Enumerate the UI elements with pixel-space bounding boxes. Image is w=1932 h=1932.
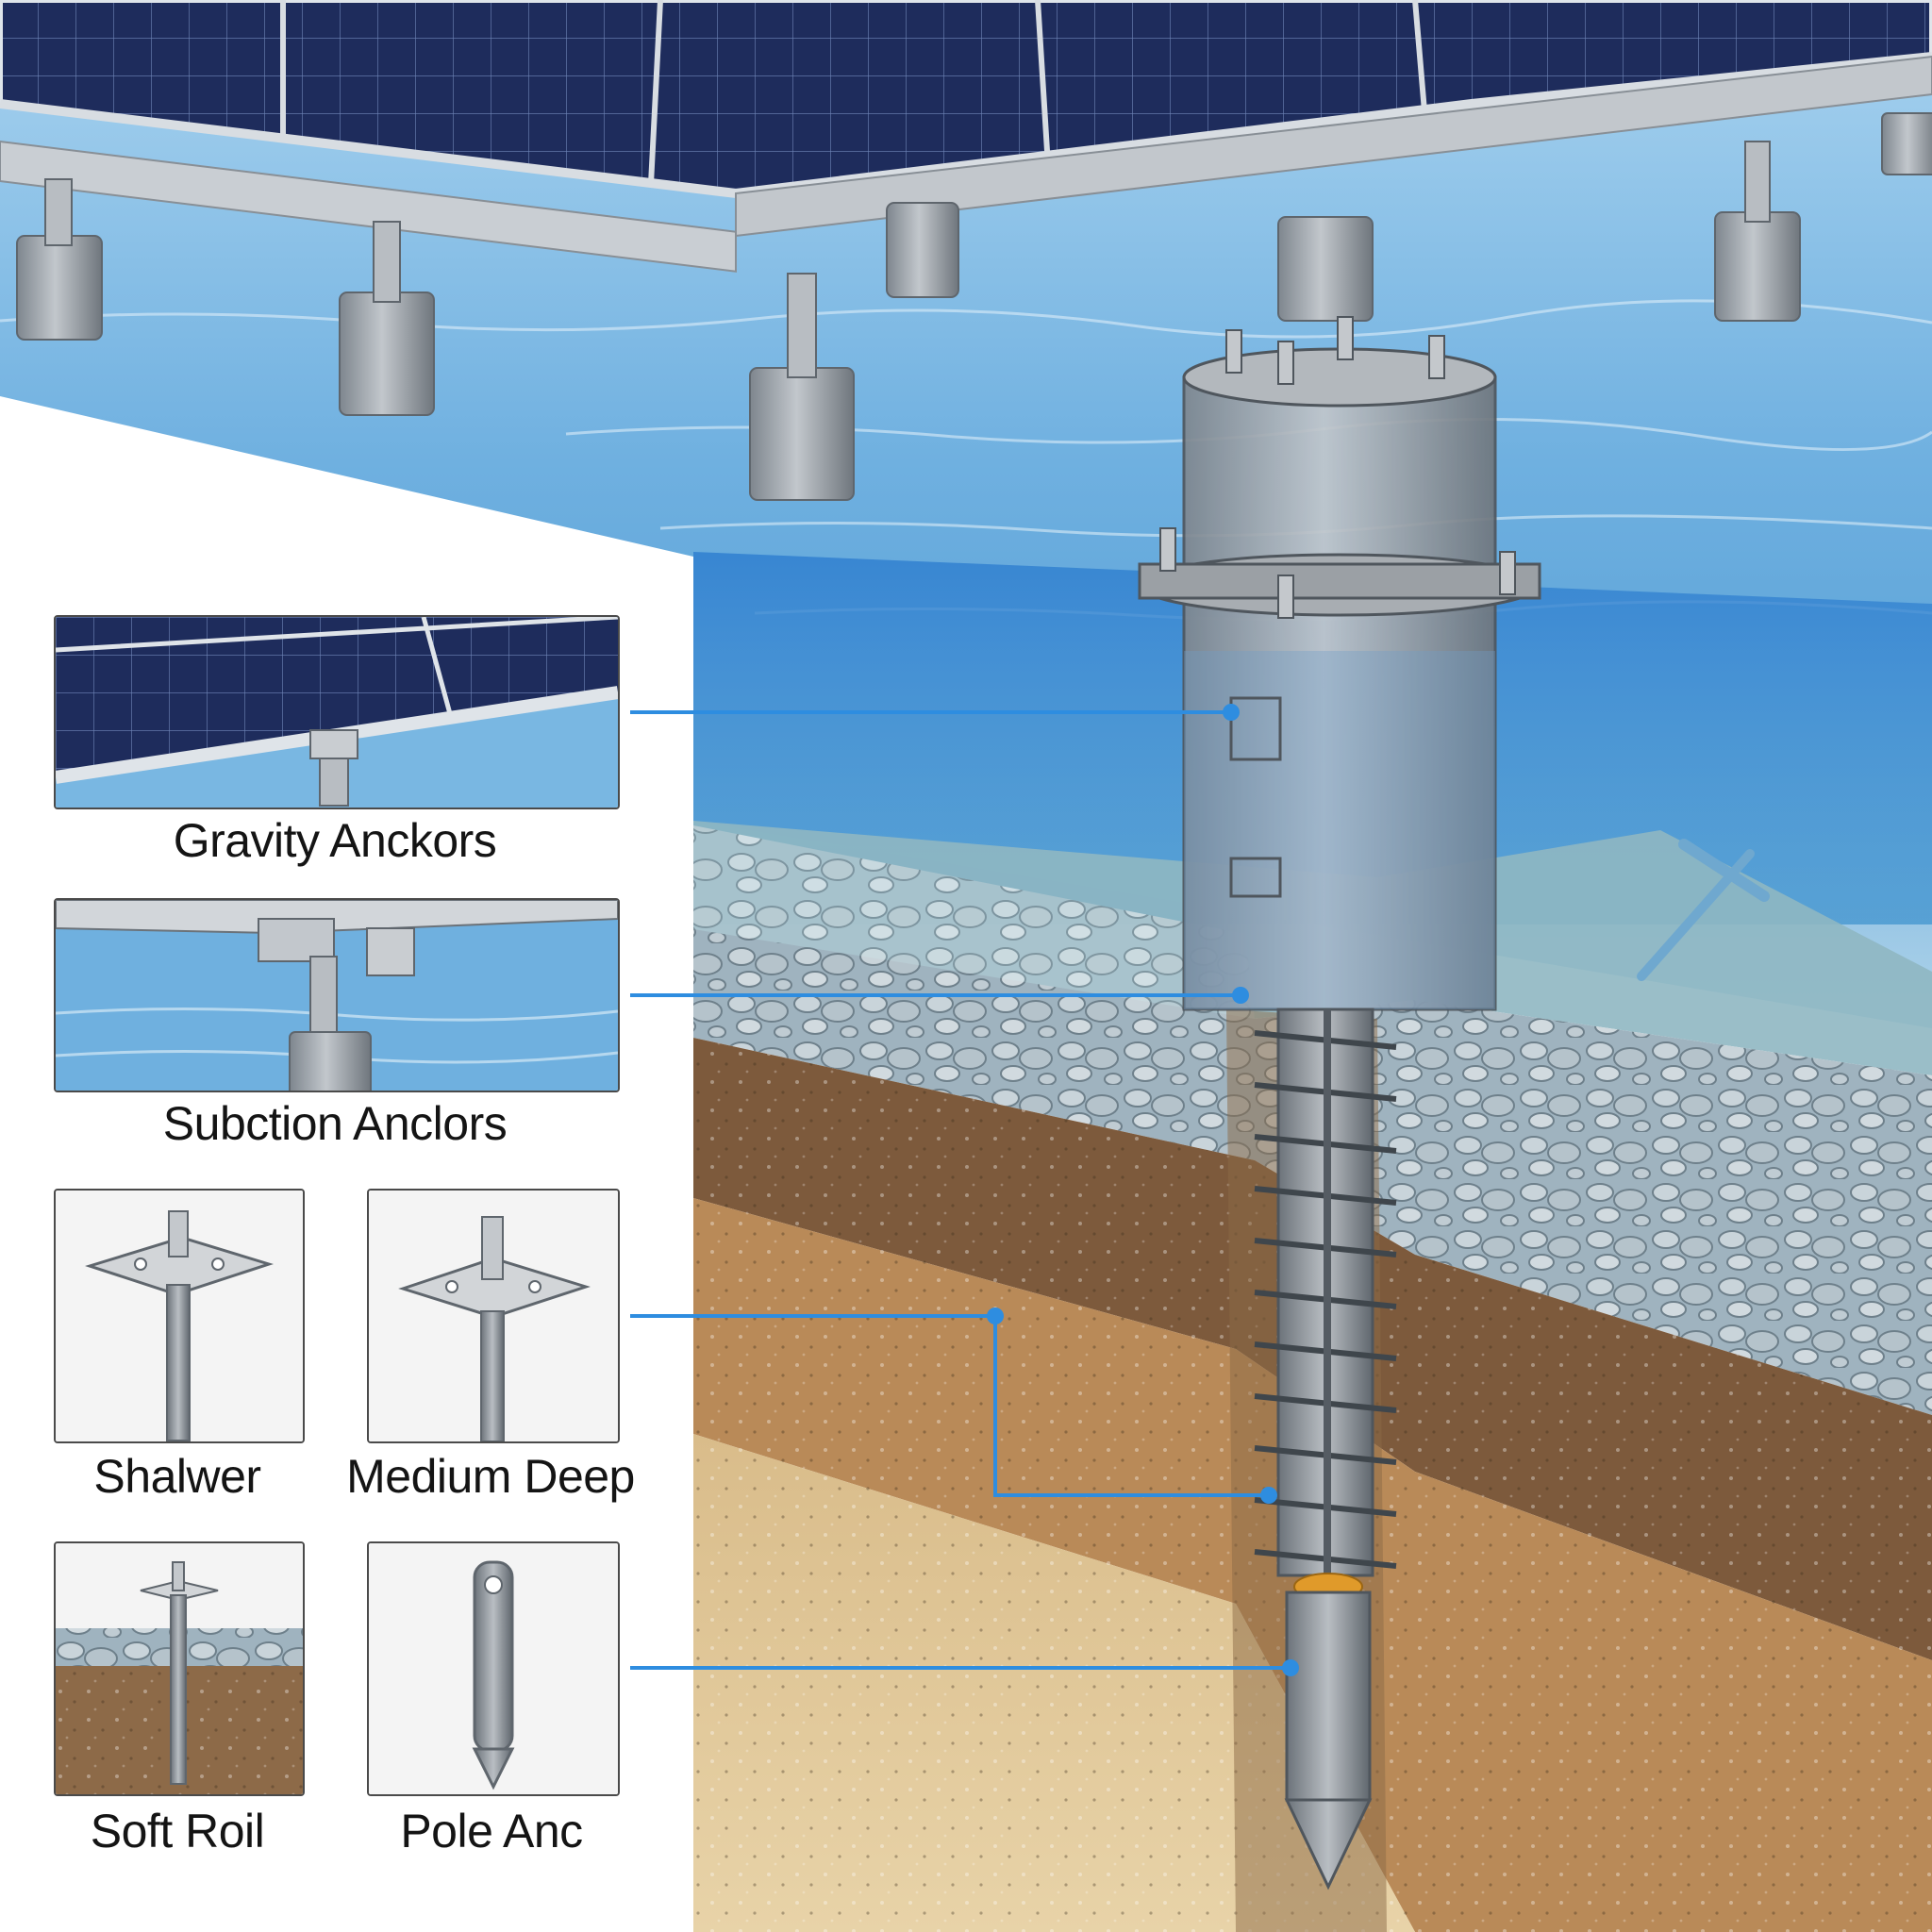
soft-soil-anchor-thumbnail xyxy=(54,1541,305,1796)
shallow-anchor-thumbnail xyxy=(54,1189,305,1443)
helical-screw-pile xyxy=(1254,1008,1397,1890)
pole-anchor-label: Pole Anc xyxy=(400,1805,583,1857)
medium-deep-anchor-label: Medium Deep xyxy=(346,1450,635,1503)
callout-leader-lines xyxy=(630,710,1291,1670)
solar-panel-array xyxy=(0,0,1932,273)
callout-dots xyxy=(987,704,1299,1676)
pontoon-floats xyxy=(16,112,1932,501)
suction-anchors-label: Subction Anclors xyxy=(162,1097,508,1150)
gravity-anchors-label: Gravity Anckors xyxy=(173,814,497,867)
soft-soil-anchor-label: Soft Roil xyxy=(90,1805,265,1857)
pole-anchor-thumbnail xyxy=(367,1541,620,1796)
suction-anchors-thumbnail xyxy=(54,898,620,1092)
shallow-anchor-label: Shalwer xyxy=(93,1450,261,1503)
gravity-anchors-thumbnail xyxy=(54,615,620,809)
medium-deep-anchor-thumbnail xyxy=(367,1189,620,1443)
suction-caisson-anchor xyxy=(1138,316,1541,1011)
